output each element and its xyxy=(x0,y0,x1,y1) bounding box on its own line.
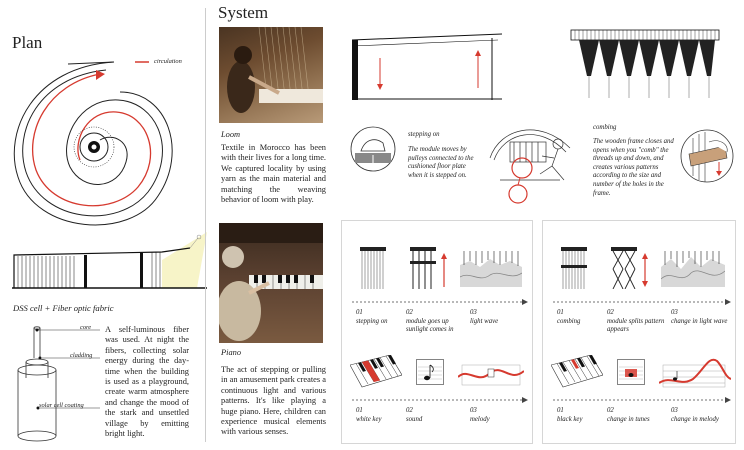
step-item: 03 change in melody xyxy=(671,407,735,424)
vertical-divider xyxy=(205,8,206,442)
step-item: 03 change in light wave xyxy=(671,309,735,326)
step-num: 01 xyxy=(557,407,564,414)
step-num: 02 xyxy=(406,407,413,414)
piano-white-key-icon xyxy=(350,355,402,388)
sequence-arrow xyxy=(553,397,731,403)
step-num: 01 xyxy=(557,309,564,316)
fiber-optic-diagram xyxy=(17,326,100,442)
melody-change-icon xyxy=(659,358,731,388)
piano-text: The act of stepping or pulling in an amu… xyxy=(221,365,326,437)
step-label: change in tunes xyxy=(607,415,650,423)
step-item: 01 stepping on xyxy=(356,309,400,326)
panel-stepping-sequence: 01 stepping on 02 module goes up sunligh… xyxy=(341,220,533,444)
fiber-label-core: core xyxy=(80,324,92,331)
step-label: change in melody xyxy=(671,415,719,423)
plan-section-drawing xyxy=(12,232,207,289)
piano-photo xyxy=(219,223,323,343)
step-num: 03 xyxy=(470,407,477,414)
step-num: 01 xyxy=(356,407,363,414)
sequence-arrow xyxy=(553,299,731,305)
step-label: light wave xyxy=(470,317,499,325)
spiral-plan-drawing xyxy=(13,61,173,226)
circulation-legend: circulation xyxy=(135,58,182,66)
fiber-label-cladding: cladding xyxy=(70,352,93,359)
step-label: sound xyxy=(406,415,423,423)
panel-combing-sequence: 01 combing 02 module splits pattern appe… xyxy=(542,220,736,444)
piano-black-key-icon xyxy=(551,355,603,388)
step-item: 01 black key xyxy=(557,407,601,424)
step-num: 03 xyxy=(671,309,678,316)
light-wave-change-icon xyxy=(661,251,725,287)
step-num: 02 xyxy=(607,309,614,316)
loom-photo xyxy=(219,27,323,123)
step-item: 01 combing xyxy=(557,309,601,326)
step-item: 02 module splits pattern appears xyxy=(607,309,667,335)
step-label: module goes up sunlight comes in xyxy=(406,317,454,334)
step-num: 02 xyxy=(406,309,413,316)
stepping-title: stepping on xyxy=(408,131,440,138)
fiber-section-title: DSS cell + Fiber optic fabric xyxy=(13,303,114,313)
step-num: 03 xyxy=(470,309,477,316)
step-item: 02 module goes up sunlight comes in xyxy=(406,309,466,335)
fiber-description: A self-luminous fiber was used. At night… xyxy=(105,325,189,439)
module-closed-icon xyxy=(360,247,386,289)
step-label: white key xyxy=(356,415,382,423)
step-item: 03 melody xyxy=(470,407,526,424)
plan-title: Plan xyxy=(12,33,43,52)
system-title: System xyxy=(218,3,269,22)
sound-note-icon xyxy=(416,359,444,385)
step-item: 02 sound xyxy=(406,407,462,424)
module-section-drawing xyxy=(352,33,502,100)
loom-text: Textile in Morocco has been with their l… xyxy=(221,143,326,205)
combing-text: The wooden frame closes and opens when y… xyxy=(593,138,674,197)
step-num: 03 xyxy=(671,407,678,414)
step-label: black key xyxy=(557,415,583,423)
step-label: change in light wave xyxy=(671,317,728,325)
module-closed-icon xyxy=(561,247,587,289)
sequence-arrow xyxy=(352,397,528,403)
step-item: 03 light wave xyxy=(470,309,526,326)
step-label: combing xyxy=(557,317,581,325)
melody-wave-icon xyxy=(458,364,524,386)
combing-title: combing xyxy=(593,124,617,131)
legend-swatch xyxy=(135,61,149,63)
step-item: 01 white key xyxy=(356,407,400,424)
piano-label: Piano xyxy=(221,348,242,357)
legend-label: circulation xyxy=(154,58,182,65)
stepping-detail-icon xyxy=(350,126,396,172)
combing-threads-drawing xyxy=(570,29,720,98)
child-module-sketch xyxy=(489,129,571,204)
loom-label: Loom xyxy=(221,130,241,139)
step-label: melody xyxy=(470,415,490,423)
sequence-arrow xyxy=(352,299,528,305)
module-raised-icon xyxy=(410,247,447,289)
combing-detail-icon xyxy=(680,129,734,183)
tune-change-icon xyxy=(617,359,645,385)
step-label: stepping on xyxy=(356,317,388,325)
step-label: module splits pattern appears xyxy=(607,317,665,334)
stepping-text: The module moves by pulleys connected to… xyxy=(408,146,474,179)
step-num: 02 xyxy=(607,407,614,414)
step-num: 01 xyxy=(356,309,363,316)
step-item: 02 change in tunes xyxy=(607,407,667,424)
light-wave-icon xyxy=(460,251,522,287)
fiber-label-solar: solar cell coating xyxy=(39,402,84,409)
module-split-icon xyxy=(611,247,648,289)
